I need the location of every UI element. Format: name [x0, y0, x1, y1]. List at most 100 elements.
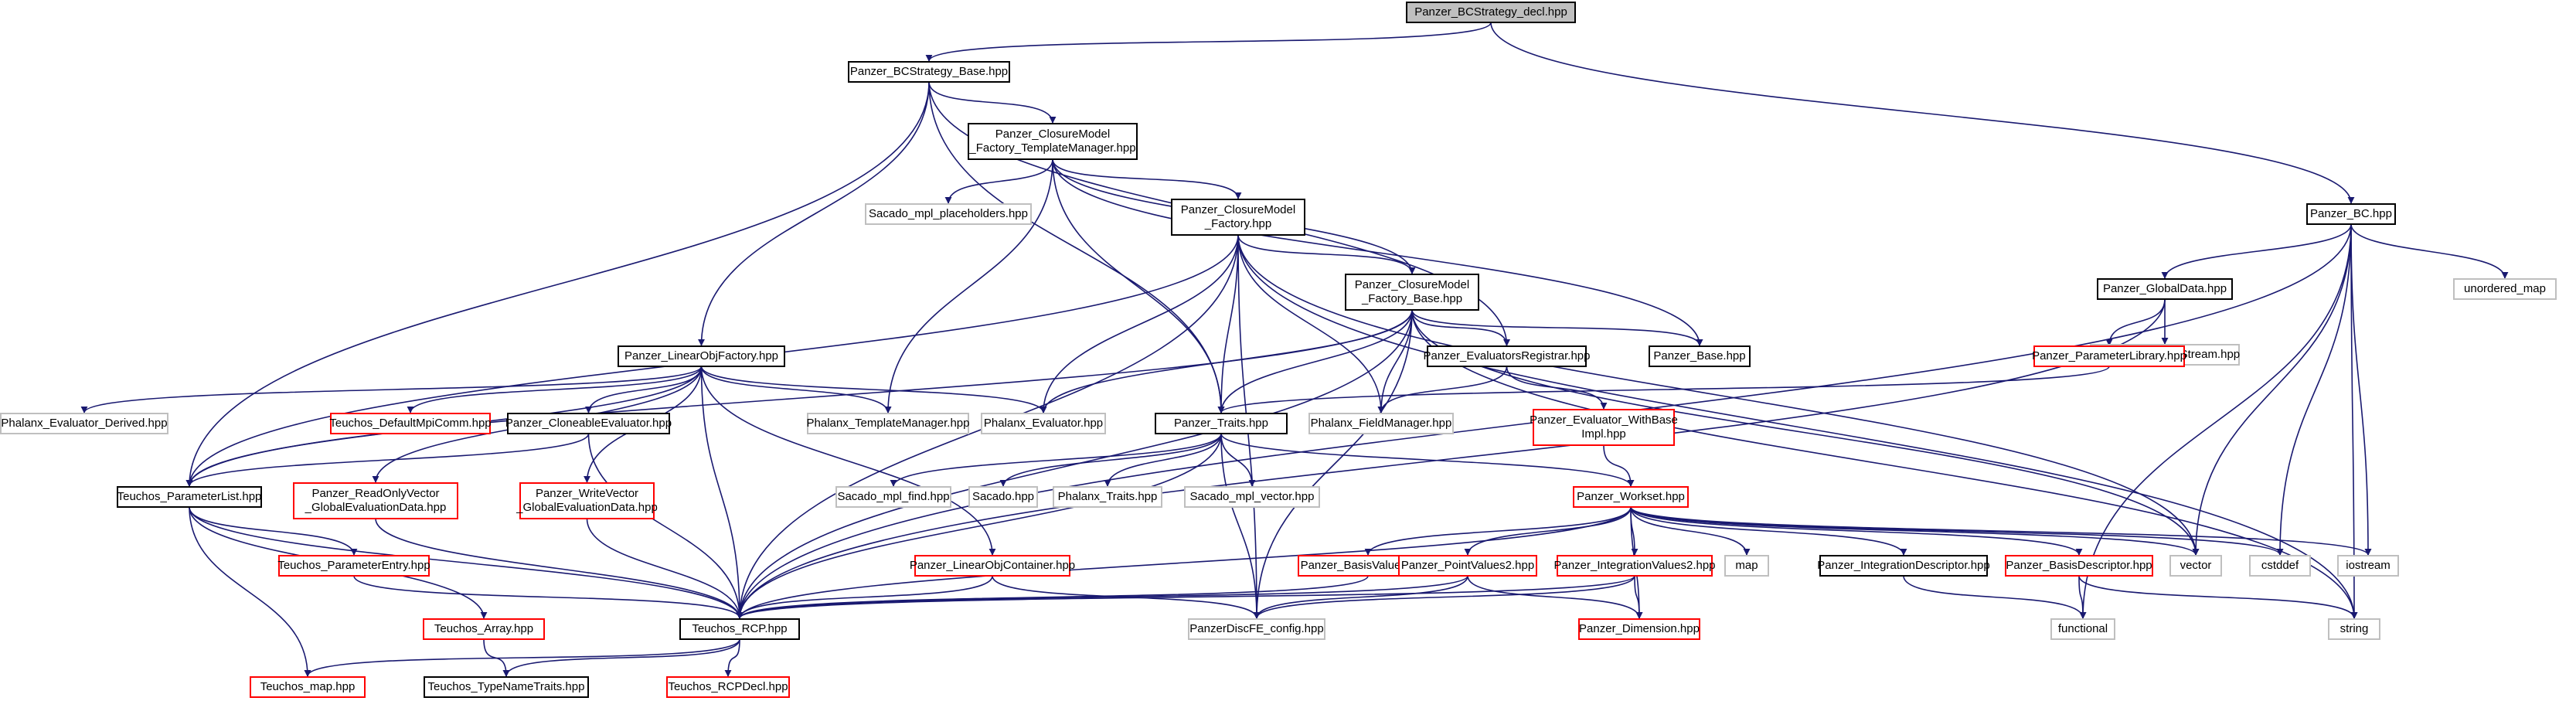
- edge-n6-n19: [1217, 309, 1413, 413]
- node-label: Phalanx_TemplateManager.hpp: [807, 417, 970, 430]
- node-panzer-basisdescriptor-hpp[interactable]: Panzer_BasisDescriptor.hpp: [2005, 555, 2153, 577]
- node-teuchos-array-hpp[interactable]: Teuchos_Array.hpp: [423, 618, 545, 640]
- node-panzer-integrationvalues2-hpp[interactable]: Panzer_IntegrationValues2.hpp: [1553, 555, 1716, 577]
- edge-n2-n39: [2276, 223, 2352, 556]
- node-box: [666, 676, 790, 698]
- edge-n37-n46: [2078, 575, 2358, 619]
- node-label: Panzer_Traits.hpp: [1174, 417, 1268, 430]
- node-label: Impl.hpp: [1581, 427, 1626, 441]
- node-label: Panzer_CloneableEvaluator.hpp: [505, 417, 672, 430]
- node-label: Panzer_IntegrationDescriptor.hpp: [1817, 559, 1989, 572]
- edge-n10-n31: [700, 366, 996, 556]
- node-box: [423, 618, 545, 640]
- node-box: [848, 61, 1010, 83]
- node-label: Panzer_Workset.hpp: [1577, 490, 1685, 503]
- node-panzer-writevector-globalevaluationdata-hpp[interactable]: Panzer_WriteVector_GlobalEvaluationData.…: [516, 482, 658, 519]
- edge-n33-n43: [1253, 575, 1468, 619]
- node-label: Panzer_LinearObjFactory.hpp: [624, 349, 778, 362]
- node-box: [2097, 278, 2233, 300]
- edge-n19-n28: [1220, 433, 1256, 487]
- edge-n29-n38: [1630, 506, 2200, 556]
- node-box: [1573, 486, 1689, 508]
- node-panzer-globaldata-hpp[interactable]: Panzer_GlobalData.hpp: [2097, 278, 2233, 300]
- node-panzer-readonlyvector-globalevaluationdata-hpp[interactable]: Panzer_ReadOnlyVector_GlobalEvaluationDa…: [293, 482, 458, 519]
- node-panzer-linearobjfactory-hpp[interactable]: Panzer_LinearObjFactory.hpp: [618, 345, 785, 367]
- node-box: [293, 482, 458, 519]
- edge-n19-n27: [1104, 433, 1222, 487]
- edge-n22-n30: [189, 506, 358, 556]
- node-box: [507, 413, 670, 434]
- node-teuchos-typenametraits-hpp[interactable]: Teuchos_TypeNameTraits.hpp: [424, 676, 589, 698]
- node-teuchos-map-hpp[interactable]: Teuchos_map.hpp: [250, 676, 366, 698]
- edge-n42-n47: [304, 638, 740, 677]
- node-panzer-pointvalues2-hpp[interactable]: Panzer_PointValues2.hpp: [1398, 555, 1537, 577]
- node-box: [2306, 203, 2396, 225]
- node-panzer-closuremodel-factory-templatemanager-hpp[interactable]: Panzer_ClosureModel_Factory_TemplateMana…: [968, 123, 1138, 160]
- node-panzer-dimension-hpp[interactable]: Panzer_Dimension.hpp: [1578, 618, 1700, 640]
- node-label: Panzer_ClosureModel: [1181, 203, 1295, 216]
- node-panzer-linearobjcontainer-hpp[interactable]: Panzer_LinearObjContainer.hpp: [910, 555, 1075, 577]
- node-panzer-bcstrategy-decl-hpp[interactable]: Panzer_BCStrategy_decl.hpp: [1406, 2, 1576, 23]
- node-label: Panzer_Dimension.hpp: [1579, 622, 1700, 635]
- edge-n34-n43: [1253, 575, 1635, 619]
- edge-n4-n20: [1237, 234, 1385, 413]
- edge-n10-n42: [700, 366, 744, 619]
- node-teuchos-parameterlist-hpp[interactable]: Teuchos_ParameterList.hpp: [117, 486, 262, 508]
- node-teuchos-defaultmpicomm-hpp[interactable]: Teuchos_DefaultMpiComm.hpp: [329, 413, 492, 434]
- node-phalanx-traits-hpp: Phalanx_Traits.hpp: [1053, 486, 1162, 508]
- node-panzer-parameterlibrary-hpp[interactable]: Panzer_ParameterLibrary.hpp: [2032, 345, 2186, 367]
- node-panzer-closuremodel-factory-base-hpp[interactable]: Panzer_ClosureModel_Factory_Base.hpp: [1345, 274, 1479, 311]
- edges-layer: [80, 22, 2509, 677]
- node-label: Teuchos_TypeNameTraits.hpp: [428, 680, 585, 693]
- node-panzer-cloneableevaluator-hpp[interactable]: Panzer_CloneableEvaluator.hpp: [505, 413, 672, 434]
- node-panzer-bc-hpp[interactable]: Panzer_BC.hpp: [2306, 203, 2396, 225]
- node-label: Panzer_GlobalData.hpp: [2103, 282, 2227, 295]
- edge-n10-n14: [80, 366, 703, 413]
- node-label: Panzer_EvaluatorsRegistrar.hpp: [1424, 349, 1591, 362]
- node-teuchos-parameterentry-hpp[interactable]: Teuchos_ParameterEntry.hpp: [277, 555, 430, 577]
- node-box: [1533, 409, 1675, 446]
- node-phalanx-evaluator-derived-hpp: Phalanx_Evaluator_Derived.hpp: [0, 413, 168, 434]
- node-label: PanzerDiscFE_config.hpp: [1189, 622, 1323, 635]
- node-box: [1345, 274, 1479, 311]
- node-panzer-bcstrategy-base-hpp[interactable]: Panzer_BCStrategy_Base.hpp: [848, 61, 1010, 83]
- node-teuchos-rcpdecl-hpp[interactable]: Teuchos_RCPDecl.hpp: [666, 676, 790, 698]
- edge-n29-n32: [1364, 506, 1632, 556]
- edge-n3-n12: [1052, 158, 1703, 346]
- node-box: [1406, 2, 1576, 23]
- node-box: [1053, 486, 1162, 508]
- node-sacado-hpp: Sacado.hpp: [968, 486, 1038, 508]
- edge-n19-n25: [890, 433, 1222, 487]
- node-box: [330, 413, 491, 434]
- node-panzer-workset-hpp[interactable]: Panzer_Workset.hpp: [1573, 486, 1689, 508]
- edge-n29-n42: [736, 506, 1632, 619]
- node-label: Teuchos_RCPDecl.hpp: [668, 680, 788, 693]
- edge-n10-n17: [700, 366, 892, 413]
- edge-n36-n45: [1903, 575, 2087, 619]
- node-box: [1557, 555, 1713, 577]
- node-label: Panzer_WriteVector: [536, 487, 638, 500]
- node-panzer-closuremodel-factory-hpp[interactable]: Panzer_ClosureModel_Factory.hpp: [1171, 199, 1305, 236]
- node-panzer-evaluatorsregistrar-hpp[interactable]: Panzer_EvaluatorsRegistrar.hpp: [1424, 345, 1591, 367]
- node-teuchos-rcp-hpp[interactable]: Teuchos_RCP.hpp: [679, 618, 800, 640]
- node-label: Teuchos_ParameterList.hpp: [117, 490, 262, 503]
- node-label: Panzer_Base.hpp: [1653, 349, 1745, 362]
- node-box: [968, 486, 1038, 508]
- node-label: Panzer_IntegrationValues2.hpp: [1553, 559, 1715, 572]
- edge-n3-n4: [1052, 158, 1242, 199]
- node-phalanx-templatemanager-hpp: Phalanx_TemplateManager.hpp: [807, 413, 970, 434]
- edge-n2-n46: [2350, 223, 2358, 619]
- node-label: Teuchos_map.hpp: [260, 680, 356, 693]
- node-label: _Factory_TemplateManager.hpp: [968, 141, 1135, 155]
- node-panzer-base-hpp[interactable]: Panzer_Base.hpp: [1649, 345, 1751, 367]
- edge-n21-n29: [1603, 444, 1635, 487]
- node-panzer-integrationdescriptor-hpp[interactable]: Panzer_IntegrationDescriptor.hpp: [1817, 555, 1990, 577]
- edge-n0-n1: [925, 22, 1492, 62]
- node-sacado-mpl-placeholders-hpp: Sacado_mpl_placeholders.hpp: [865, 203, 1032, 225]
- node-box: [2328, 618, 2380, 640]
- node-box: [1819, 555, 1988, 577]
- node-label: Panzer_PointValues2.hpp: [1401, 559, 1534, 572]
- node-panzer-traits-hpp[interactable]: Panzer_Traits.hpp: [1155, 413, 1288, 434]
- node-cstddef: cstddef: [2249, 555, 2311, 577]
